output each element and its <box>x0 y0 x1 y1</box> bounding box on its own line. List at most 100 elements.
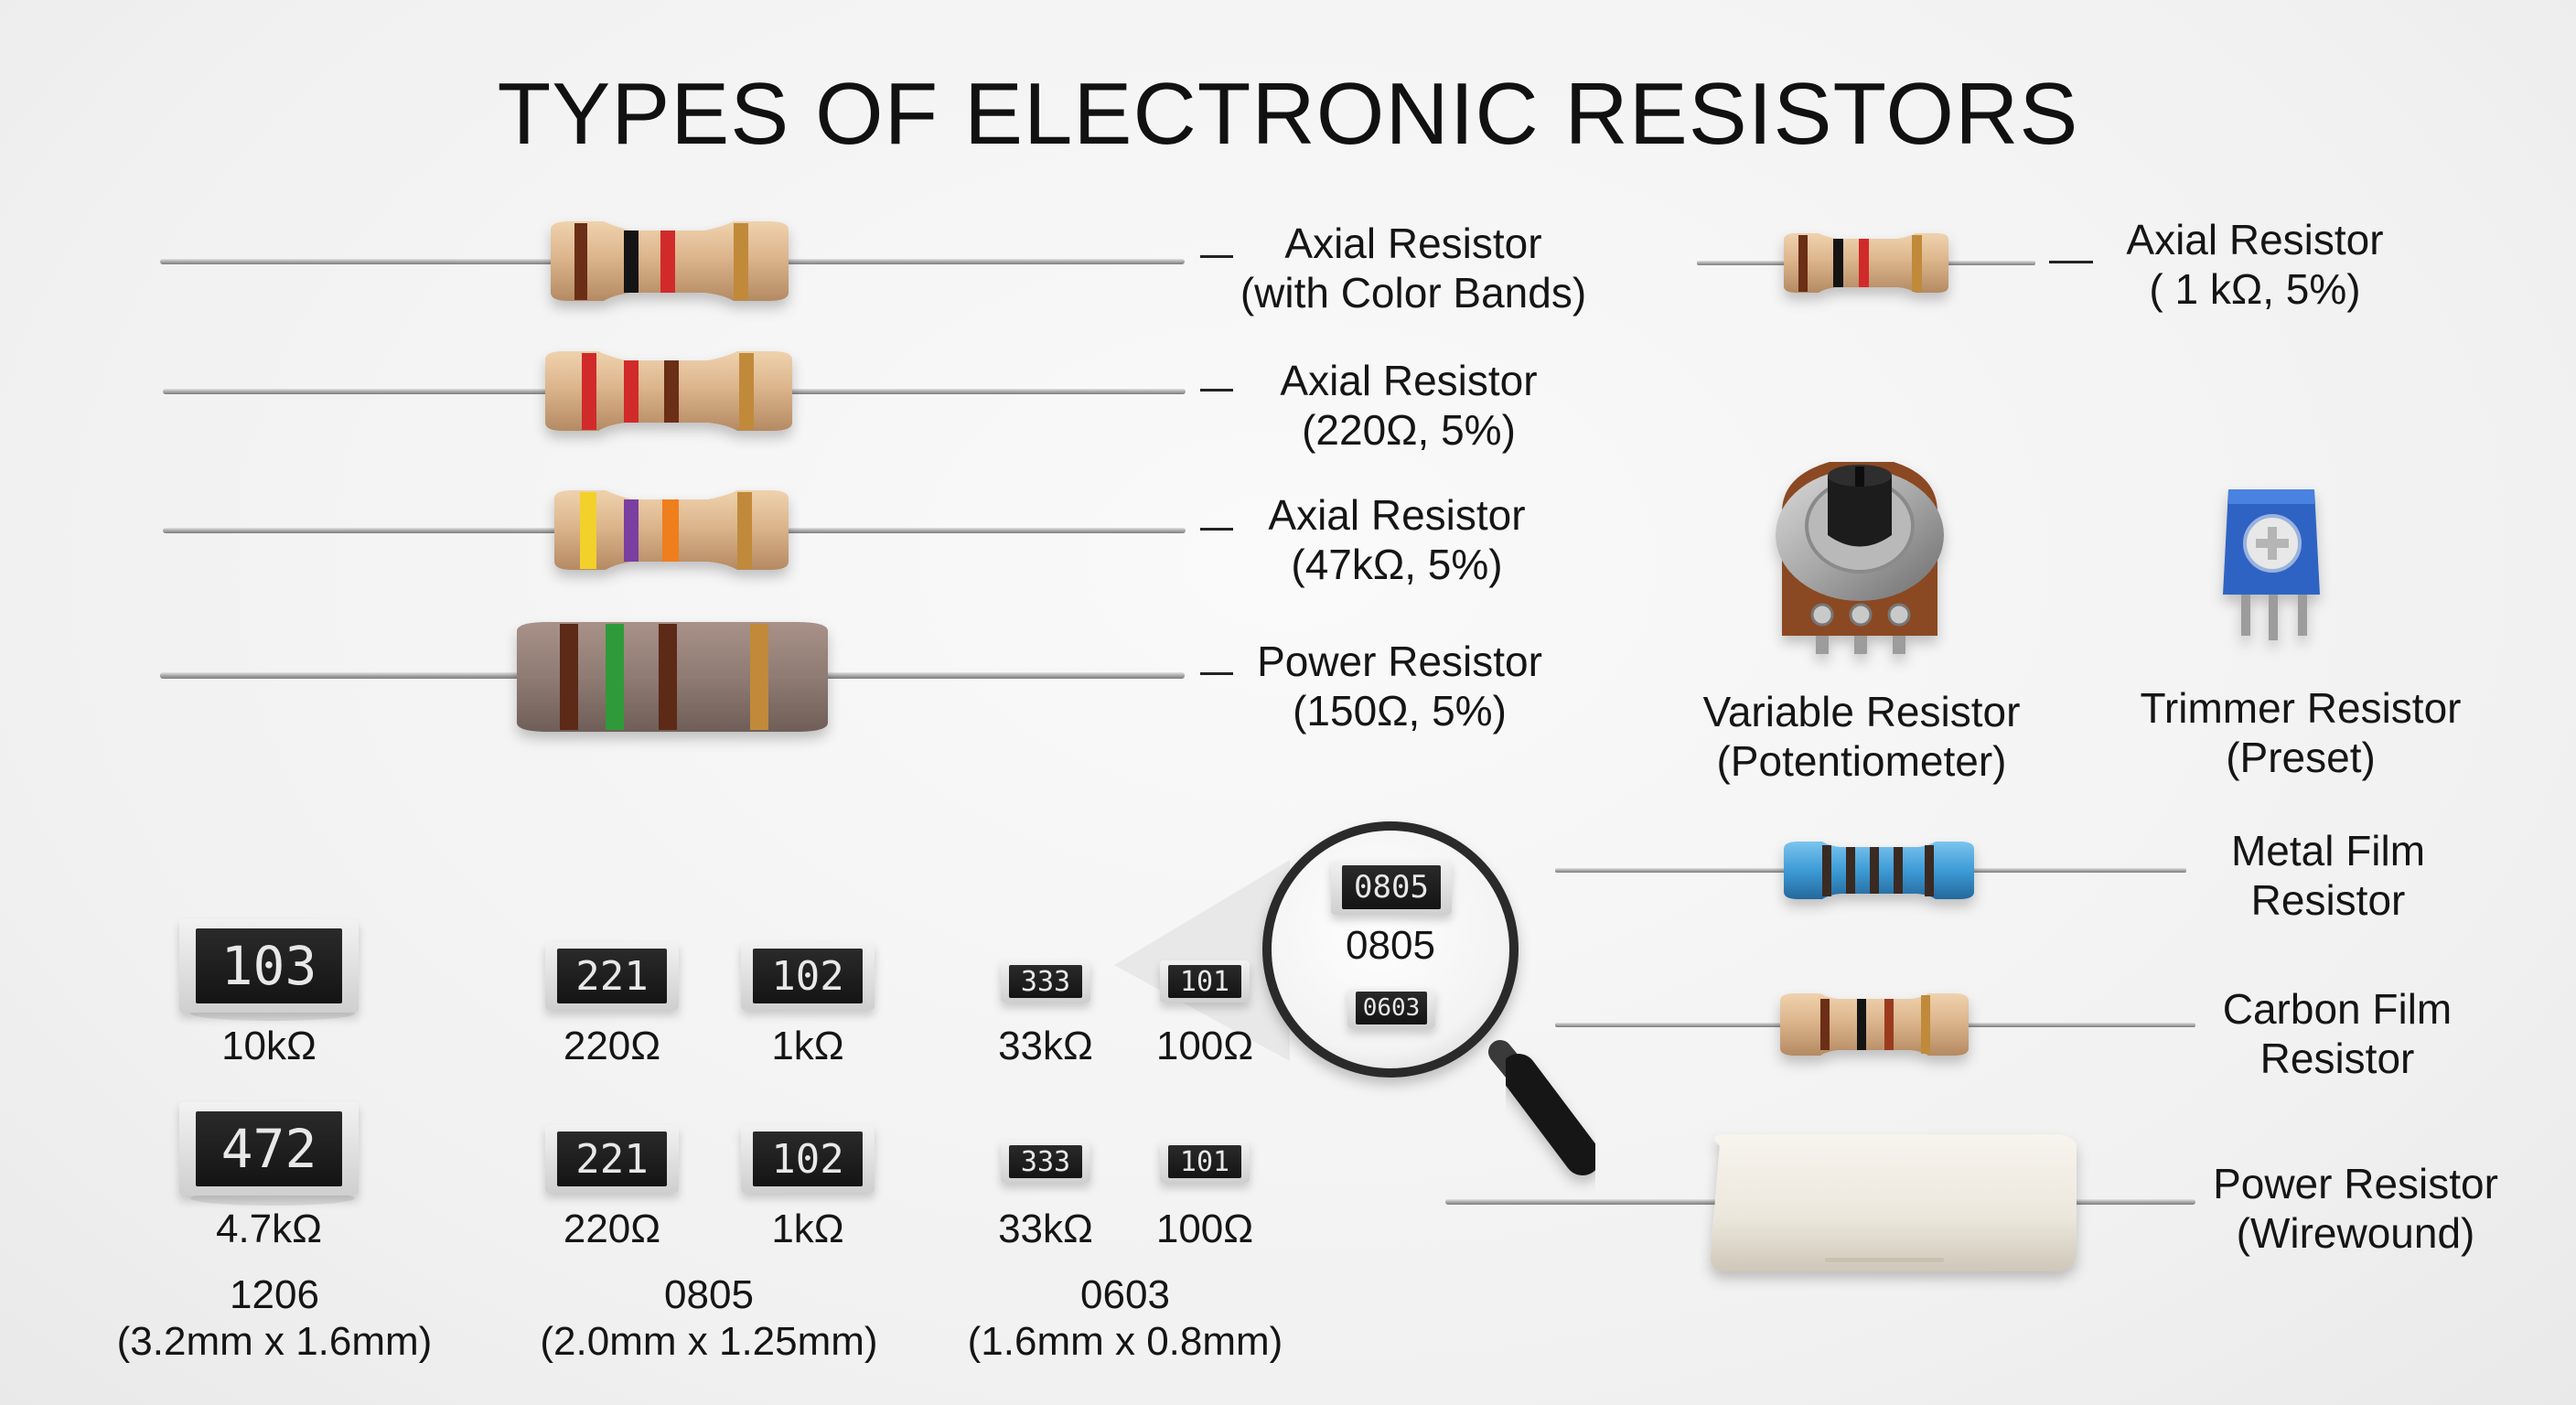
chip-code: 221 <box>557 1132 667 1186</box>
wirewound-resistor <box>1445 1134 2195 1271</box>
chip-value: 4.7kΩ <box>215 1207 323 1251</box>
smd-chip-0603: 101 <box>1160 960 1250 1003</box>
leader-line <box>1200 389 1233 391</box>
chip-code: 103 <box>195 928 343 1003</box>
trimmer-icon <box>2223 489 2320 640</box>
chip-code: 472 <box>195 1111 343 1186</box>
page-title: TYPES OF ELECTRONIC RESISTORS <box>497 65 2079 163</box>
label-line: Carbon Film <box>2222 985 2453 1033</box>
axial-resistor-220 <box>163 351 1233 431</box>
chip-code: 333 <box>1008 964 1083 999</box>
band-red <box>582 353 596 430</box>
magnifier-label: 0805 <box>1346 923 1435 968</box>
band-dark <box>1925 845 1934 896</box>
band-orange <box>662 499 679 562</box>
label-axial-1k: Axial Resistor ( 1 kΩ, 5%) <box>2104 216 2406 315</box>
band-dark <box>1870 847 1879 894</box>
leader-line <box>2049 261 2093 263</box>
band-gold <box>750 624 768 730</box>
size-code: 0805 <box>664 1272 754 1317</box>
chip-value: 33kΩ <box>998 1024 1093 1068</box>
label-line: Resistor <box>2259 1034 2415 1082</box>
chip-value: 1kΩ <box>771 1207 844 1251</box>
smd-chip-0603: 333 <box>1001 1141 1090 1183</box>
label-line: (150Ω, 5%) <box>1293 686 1507 735</box>
smd-chip-0603: 333 <box>1001 960 1090 1003</box>
chip-code: 221 <box>557 949 667 1003</box>
band-green <box>606 624 624 730</box>
trimmer-pin <box>2298 585 2307 636</box>
magnified-chip-0805: 0805 <box>1331 860 1452 915</box>
label-axial-color-bands: Axial Resistor (with Color Bands) <box>1235 220 1592 318</box>
band-brown <box>1798 235 1808 292</box>
trimmer-pin <box>2241 585 2250 636</box>
size-dims: (1.6mm x 0.8mm) <box>967 1319 1283 1365</box>
label-line: ( 1 kΩ, 5%) <box>2149 264 2361 313</box>
band-gold <box>1912 235 1922 292</box>
label-line: (220Ω, 5%) <box>1302 405 1516 454</box>
axial-resistor-47k <box>163 490 1233 570</box>
magnifier-handle <box>1500 1054 1601 1175</box>
pot-solder-pad <box>1810 603 1834 627</box>
label-line: Axial Resistor <box>1268 491 1526 539</box>
label-line: Axial Resistor <box>1284 220 1542 267</box>
chip-value: 10kΩ <box>221 1024 317 1068</box>
size-dims: (2.0mm x 1.25mm) <box>540 1319 878 1365</box>
band-red <box>660 231 675 293</box>
smd-size-0603: 0603 (1.6mm x 0.8mm) <box>942 1271 1308 1366</box>
band-black <box>1833 239 1843 287</box>
label-line: Trimmer Resistor <box>2140 684 2462 732</box>
size-code: 0603 <box>1080 1272 1170 1317</box>
smd-size-1206: 1206 (3.2mm x 1.6mm) <box>91 1271 457 1366</box>
band-brown <box>664 360 679 423</box>
label-line: Variable Resistor <box>1702 688 2021 735</box>
label-line: (Wirewound) <box>2236 1208 2475 1257</box>
label-line: (Preset) <box>2226 733 2376 781</box>
band-brown <box>1820 999 1830 1050</box>
trimmer-top-edge <box>2228 489 2314 504</box>
chip-code: 101 <box>1167 964 1242 999</box>
band-black <box>1857 999 1866 1050</box>
label-line: (with Color Bands) <box>1240 268 1587 316</box>
printed-marking <box>1825 1258 1944 1262</box>
ceramic-body <box>1710 1134 2077 1271</box>
chip-code: 101 <box>1167 1144 1242 1179</box>
smd-size-0805: 0805 (2.0mm x 1.25mm) <box>512 1271 906 1366</box>
band-red <box>1859 239 1869 287</box>
trimmer-slot <box>2268 527 2277 560</box>
band-dark <box>1894 847 1903 894</box>
band-gold <box>734 223 748 300</box>
band-dark <box>1846 847 1855 894</box>
label-line: Metal Film <box>2230 827 2426 874</box>
chip-code: 0805 <box>1341 865 1442 909</box>
power-resistor-150 <box>160 622 1233 732</box>
label-axial-47k: Axial Resistor (47kΩ, 5%) <box>1228 491 1566 590</box>
label-line: Axial Resistor <box>1280 357 1538 404</box>
chip-code: 333 <box>1008 1144 1083 1179</box>
smd-chip-0805: 221 <box>545 1125 679 1193</box>
band-gold <box>1921 995 1930 1054</box>
band-dark <box>1822 845 1831 896</box>
potentiometer-icon <box>1776 462 1944 654</box>
magnified-chip-0603: 0603 <box>1347 988 1435 1028</box>
leader-line <box>1200 672 1233 675</box>
chip-value: 33kΩ <box>998 1207 1093 1251</box>
axial-resistor-1k <box>1697 233 2093 293</box>
label-variable-resistor: Variable Resistor (Potentiometer) <box>1679 688 2045 787</box>
band-brown <box>1884 999 1894 1050</box>
band-brown <box>560 624 578 730</box>
resistor-body <box>1780 993 1969 1056</box>
pot-solder-pad <box>1849 603 1873 627</box>
smd-chip-1206: 103 <box>179 919 359 1013</box>
label-line: Power Resistor <box>1257 638 1542 685</box>
metal-film-resistor <box>1555 842 2186 899</box>
chip-value: 100Ω <box>1155 1024 1254 1068</box>
chip-value: 1kΩ <box>771 1024 844 1068</box>
label-wirewound: Power Resistor (Wirewound) <box>2195 1160 2516 1259</box>
label-line: Power Resistor <box>2213 1160 2498 1207</box>
chip-value: 220Ω <box>563 1207 661 1251</box>
label-line: (Potentiometer) <box>1716 736 2007 785</box>
chip-value: 100Ω <box>1155 1207 1254 1251</box>
label-line: Axial Resistor <box>2126 216 2384 263</box>
size-code: 1206 <box>230 1272 319 1317</box>
